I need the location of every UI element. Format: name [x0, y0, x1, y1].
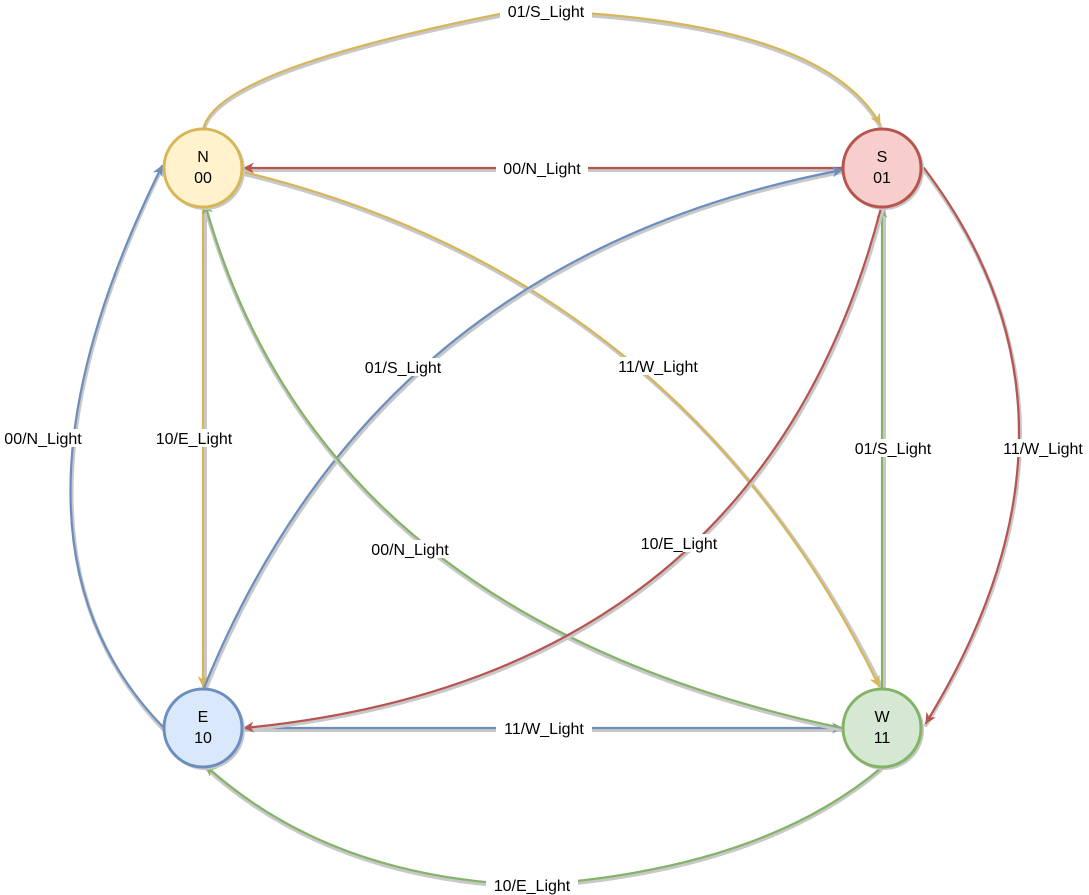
state-node-n[interactable]: N 00 [162, 127, 245, 210]
edge-label-s-to-n: 00/N_Light [496, 159, 588, 178]
state-code-e: 10 [194, 730, 212, 747]
edge-n-to-s [202, 8, 882, 131]
state-code-s: 01 [873, 170, 891, 187]
edge-w-to-n [202, 202, 844, 732]
state-code-n: 00 [194, 170, 212, 187]
state-circle-w [841, 687, 923, 769]
state-node-s[interactable]: S 01 [841, 127, 924, 210]
svg-text:00/N_Light: 00/N_Light [371, 542, 449, 559]
svg-text:01/S_Light: 01/S_Light [365, 360, 442, 377]
svg-text:11/W_Light: 11/W_Light [504, 721, 584, 738]
edge-s-to-e [242, 206, 885, 733]
edge-label-e-to-w: 11/W_Light [496, 719, 592, 738]
edge-label-n-to-e: 10/E_Light [148, 429, 240, 448]
svg-text:11/W_Light: 11/W_Light [618, 359, 698, 376]
state-name-n: N [197, 149, 209, 166]
svg-text:01/S_Light: 01/S_Light [855, 441, 932, 458]
state-circle-n [162, 127, 244, 209]
edge-label-w-to-s: 01/S_Light [847, 439, 939, 458]
edge-label-w-to-n: 00/N_Light [364, 540, 456, 559]
svg-text:11/W_Light: 11/W_Light [1003, 441, 1083, 458]
edge-e-to-s [202, 166, 844, 690]
edge-s-to-w [922, 166, 1022, 727]
svg-text:10/E_Light: 10/E_Light [641, 536, 718, 553]
edge-label-s-to-e: 10/E_Light [633, 534, 725, 553]
svg-text:01/S_Light: 01/S_Light [508, 4, 585, 21]
state-node-w[interactable]: W 11 [841, 687, 924, 770]
edge-label-n-to-w: 11/W_Light [610, 357, 706, 376]
svg-text:10/E_Light: 10/E_Light [156, 431, 233, 448]
state-name-e: E [198, 709, 209, 726]
edge-label-e-to-s: 01/S_Light [357, 358, 449, 377]
edge-label-w-to-e: 10/E_Light [486, 877, 578, 895]
edge-label-e-to-n: 00/N_Light [0, 429, 88, 448]
edge-w-to-e [204, 764, 883, 890]
svg-text:00/N_Light: 00/N_Light [503, 161, 581, 178]
edge-label-n-to-s: 01/S_Light [500, 2, 592, 21]
state-code-w: 11 [874, 730, 891, 747]
state-nodes: N 00 S 01 E 10 W 11 [162, 127, 924, 770]
svg-text:00/N_Light: 00/N_Light [4, 431, 82, 448]
state-circle-s [841, 127, 923, 209]
state-circle-e [162, 687, 244, 769]
svg-text:10/E_Light: 10/E_Light [494, 878, 571, 895]
state-name-s: S [877, 149, 888, 166]
edge-n-to-w [242, 170, 883, 688]
edge-label-s-to-w: 11/W_Light [994, 439, 1089, 458]
state-node-e[interactable]: E 10 [162, 687, 245, 770]
state-name-w: W [874, 709, 890, 726]
edge-e-to-n [69, 164, 166, 732]
